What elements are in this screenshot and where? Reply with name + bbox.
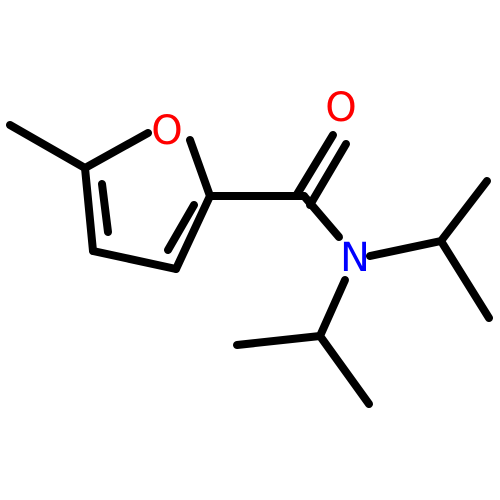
bond-o1-c2 <box>186 136 214 200</box>
bond-ch-bottom-me-right <box>316 332 373 408</box>
bond-c3-c4 <box>89 247 180 273</box>
nitrogen-label: N <box>340 235 370 281</box>
bond-ch-bottom-me-left <box>233 332 324 349</box>
bond-c2-c3-double <box>164 201 198 254</box>
bond-carbonyl-co-a <box>292 131 337 200</box>
bond-c5-o1 <box>81 129 152 172</box>
bond-carbonyl-co-b <box>306 140 350 209</box>
bond-ch-right-me-top <box>437 177 491 245</box>
bond-n-ch-right <box>366 237 445 260</box>
bond-c4-c5-double <box>98 180 112 236</box>
carbonyl-oxygen-label: O <box>325 85 356 131</box>
ring-oxygen-label: O <box>151 108 182 154</box>
bond-carbonyl-c-n <box>300 192 343 241</box>
bond-c2-c3 <box>172 192 214 273</box>
bond-methyl-c5 <box>6 121 89 172</box>
bond-ch-right-me-bottom <box>437 237 493 322</box>
bond-c4-c5 <box>81 164 97 255</box>
bond-n-ch-bottom <box>316 276 349 340</box>
